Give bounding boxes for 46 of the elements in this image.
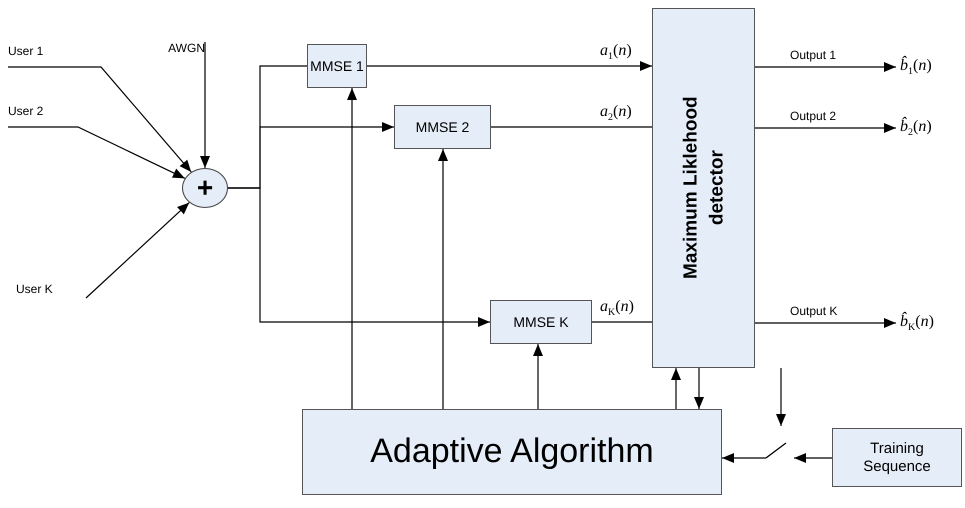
- filter-block: [307, 44, 367, 88]
- filter-block: [394, 105, 491, 149]
- arrow: [694, 368, 704, 409]
- arrow: [228, 187, 490, 327]
- input-label: User K: [16, 282, 53, 296]
- arrow: [794, 453, 832, 463]
- arrow: [776, 368, 786, 426]
- output-symbol: b̂$_{2}$(n): [900, 118, 932, 138]
- node-text: MMSE K: [513, 314, 569, 330]
- arrow: [347, 88, 357, 409]
- summing-junction: [182, 168, 228, 208]
- filter-block: [490, 300, 592, 344]
- arrow: [8, 66, 192, 172]
- output-symbol: b̂$_{1}$(n): [900, 56, 932, 78]
- arrow: [671, 368, 681, 409]
- node-text: Training Sequence: [862, 440, 932, 475]
- edge-label: a$_{1}$(n): [600, 42, 632, 62]
- signal-line: [491, 126, 652, 128]
- arrow: [755, 62, 896, 72]
- arrow: [755, 318, 896, 328]
- arrow: [8, 126, 186, 179]
- node-text: MMSE 2: [416, 118, 470, 136]
- input-label: User 1: [8, 44, 44, 58]
- arrow: [438, 149, 448, 409]
- edge-label: Output K: [790, 304, 838, 318]
- arrow: [367, 61, 652, 71]
- noise-label: AWGN: [168, 41, 205, 55]
- output-symbol: b̂$_{K}$(n): [900, 312, 934, 334]
- node-text: +: [196, 174, 214, 202]
- edge-label: Output 1: [790, 48, 836, 62]
- node-text: Maximum Liklehood detector: [678, 96, 728, 282]
- input-label: User 2: [8, 104, 44, 118]
- arrow: [86, 202, 190, 298]
- edge-label: a$_{K}$(n): [600, 298, 634, 318]
- sequence-block: [832, 428, 962, 487]
- arrow: [200, 42, 210, 168]
- node-text: MMSE 1: [310, 58, 364, 74]
- edge-label: a$_{2}$(n): [600, 103, 632, 124]
- arrow: [533, 344, 543, 409]
- node-text: Adaptive Algorithm: [370, 432, 654, 472]
- edge-label: Output 2: [790, 109, 836, 123]
- arrow: [755, 123, 896, 133]
- signal-line: [592, 321, 652, 323]
- arrow: [722, 453, 766, 463]
- detector-block: [652, 8, 755, 368]
- algorithm-block: [302, 409, 722, 495]
